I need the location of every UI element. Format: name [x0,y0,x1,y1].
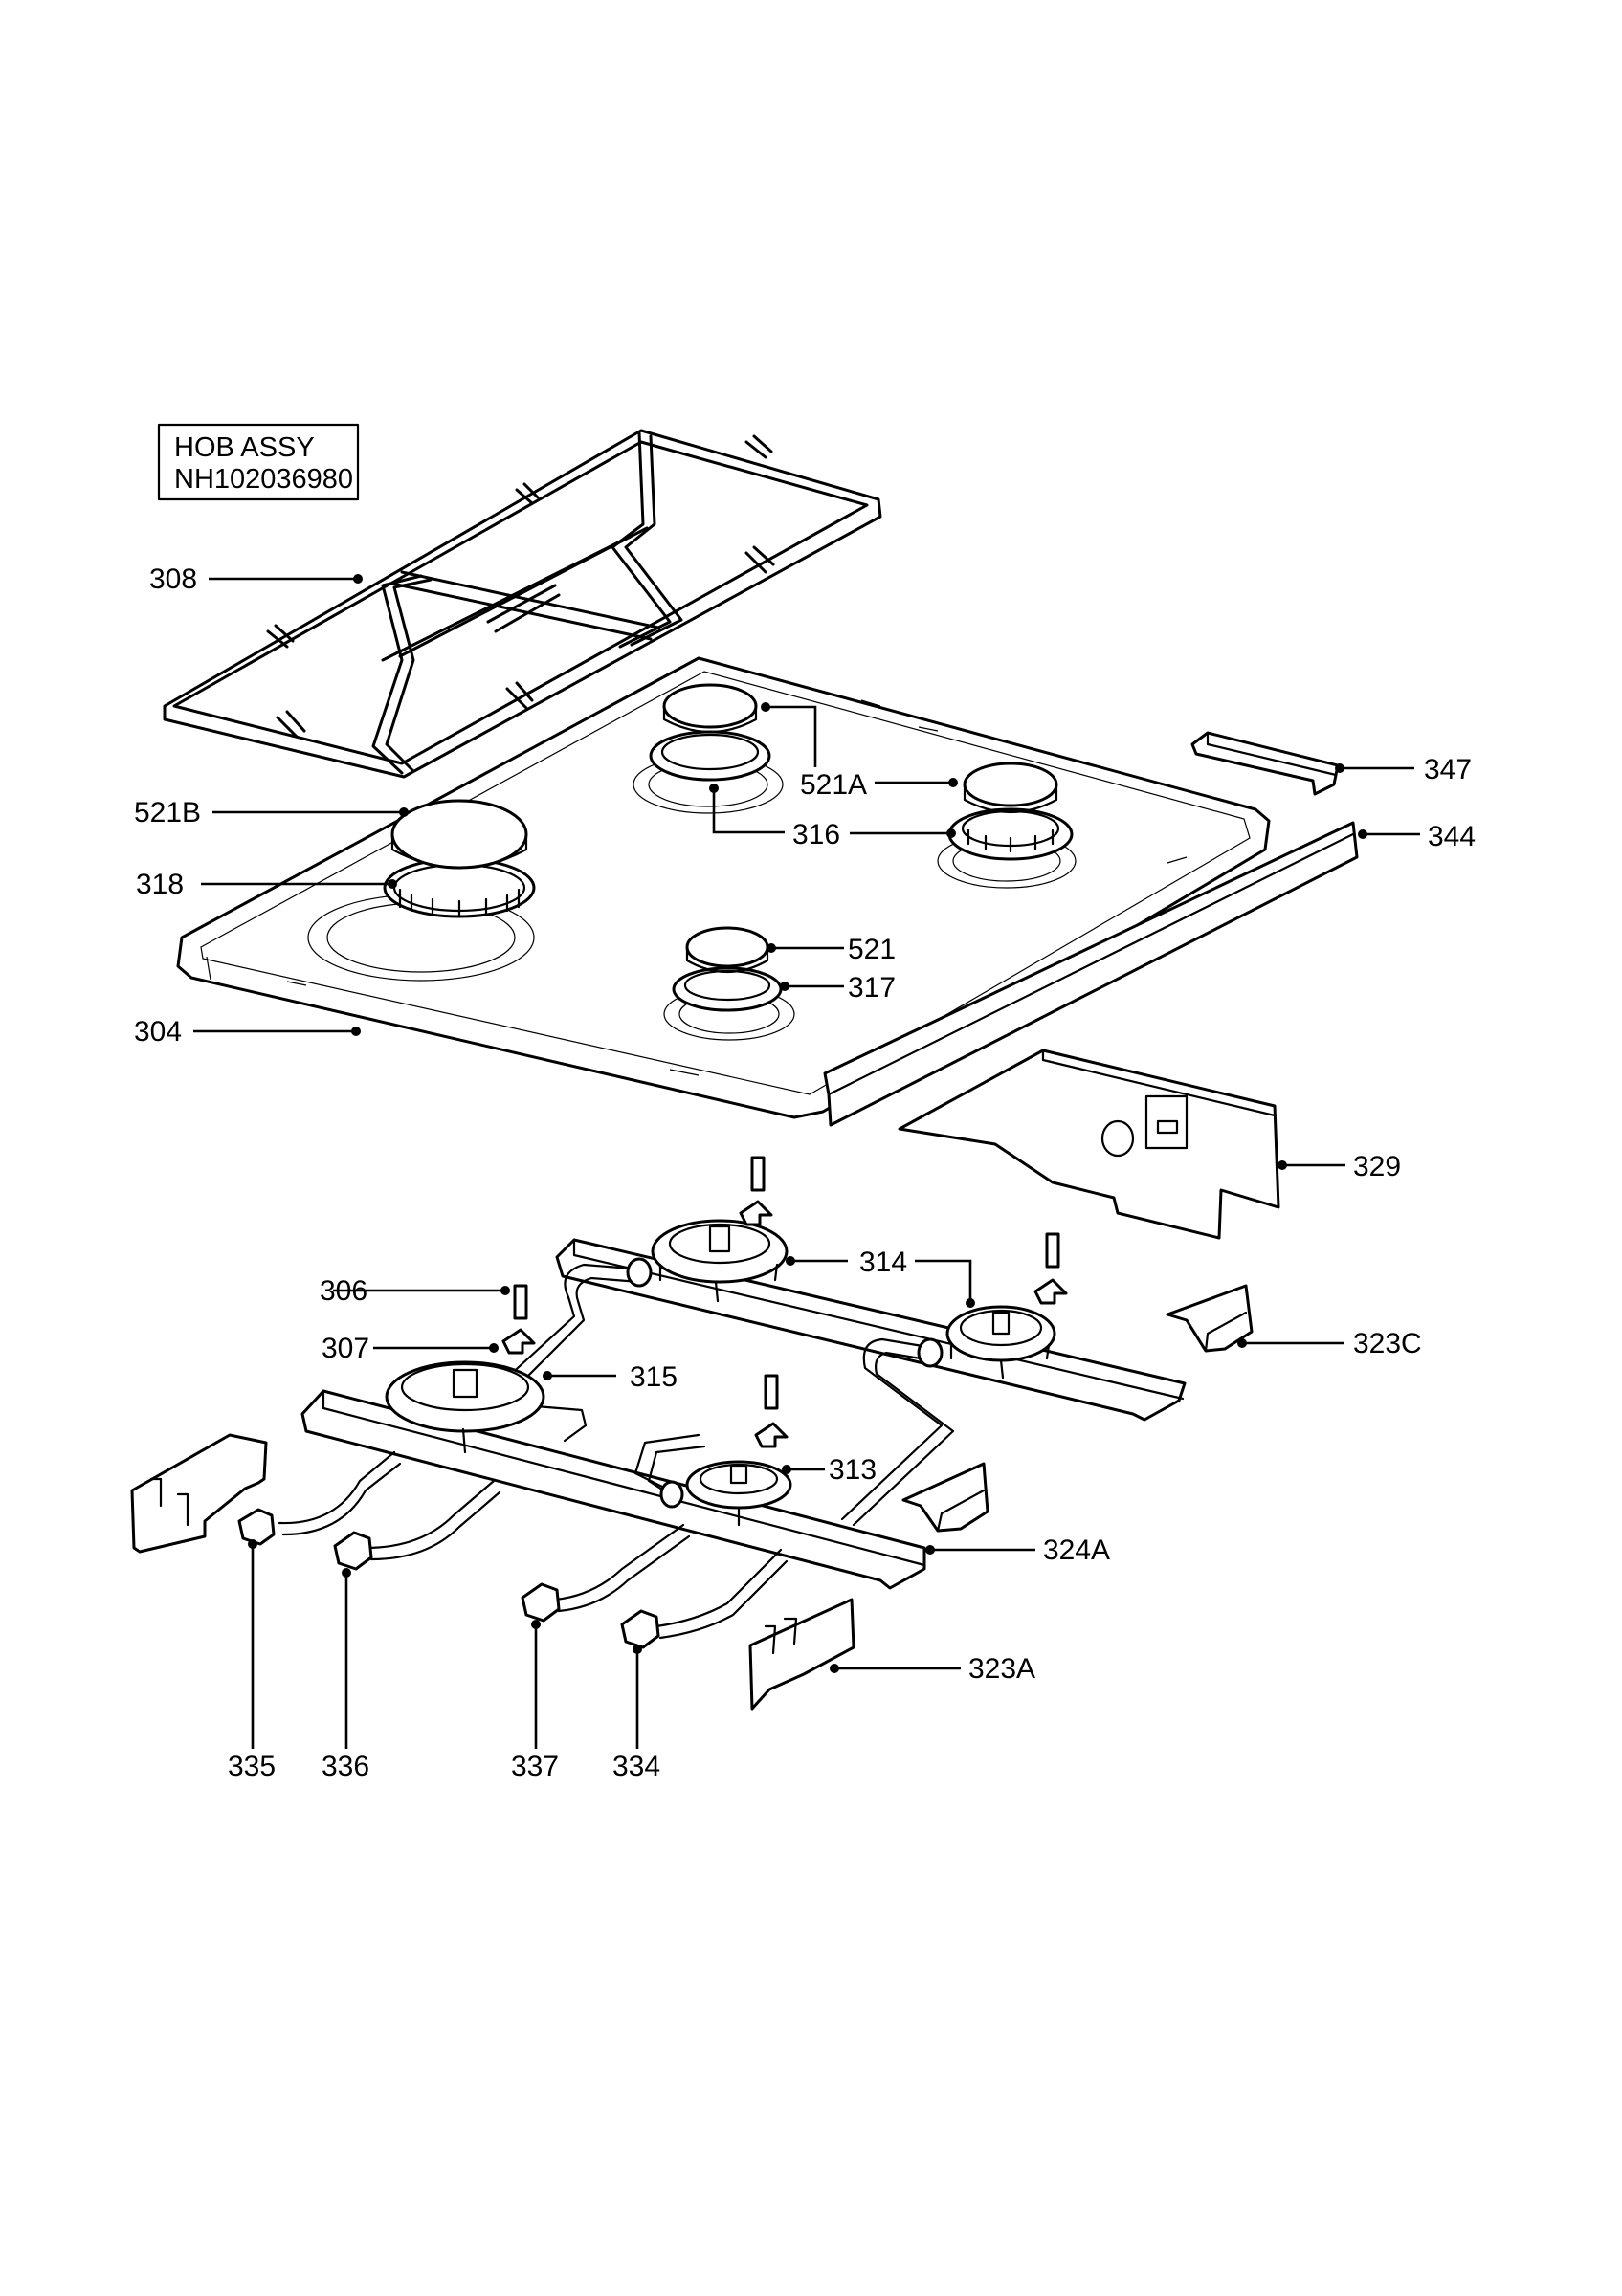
label-335: 335 [228,1751,276,1782]
gas-tap-337 [521,1582,561,1623]
burner-base-315 [385,1360,545,1454]
label-314: 314 [859,1247,907,1278]
label-344: 344 [1428,821,1476,852]
front-trim-344 [823,821,1359,1127]
burner-316 [649,730,771,782]
label-324A: 324A [1043,1534,1110,1566]
label-323C: 323C [1353,1328,1422,1359]
burner-cap-521B [390,799,528,870]
title-line-1: HOB ASSY [174,432,315,463]
label-347: 347 [1424,754,1472,785]
label-337: 337 [511,1751,559,1782]
burner-base-313 [685,1460,792,1527]
label-334: 334 [612,1751,660,1782]
label-521B: 521B [134,797,201,828]
label-317: 317 [848,972,896,1004]
gas-tap-335 [237,1508,276,1546]
bracket-middle [901,1462,989,1533]
bracket-left [130,1433,268,1554]
pan-support-grid [163,429,882,779]
gas-tap-336 [333,1531,373,1571]
label-306: 306 [320,1275,367,1307]
label-318: 318 [136,869,184,900]
label-521A: 521A [800,769,867,801]
electrodes-306 [513,1156,1060,1410]
label-307: 307 [322,1333,369,1364]
label-315: 315 [630,1361,678,1393]
title-box: HOB ASSY NH102036980 [157,423,360,501]
bracket-323A [748,1598,855,1711]
clips-307 [501,1200,1068,1448]
burner-317 [672,966,783,1012]
gas-tap-334 [620,1609,660,1649]
label-313: 313 [829,1454,877,1486]
burner-cap-521 [685,926,769,974]
pipe-fittings [626,1257,944,1509]
label-521: 521 [848,934,896,965]
burner-base-314 [651,1219,789,1303]
burner-base-right [945,1305,1056,1380]
label-329: 329 [1353,1151,1401,1182]
title-line-2: NH102036980 [174,464,353,495]
label-323A: 323A [968,1653,1035,1685]
gas-pipes [278,1263,955,1640]
rear-panel-329 [898,1049,1280,1240]
burner-cap-521A-back [662,683,758,733]
label-316: 316 [792,819,840,850]
label-308: 308 [149,563,197,595]
burner-cap-right [963,762,1058,813]
burner-right [947,807,1074,861]
bracket-323C [1166,1284,1254,1353]
bracket-347 [1190,731,1340,796]
leader-lines [193,574,1420,1749]
label-304: 304 [134,1016,182,1048]
part-labels: 308 521B 318 304 521A 316 521 317 347 34… [134,563,1476,1782]
label-336: 336 [322,1751,369,1782]
